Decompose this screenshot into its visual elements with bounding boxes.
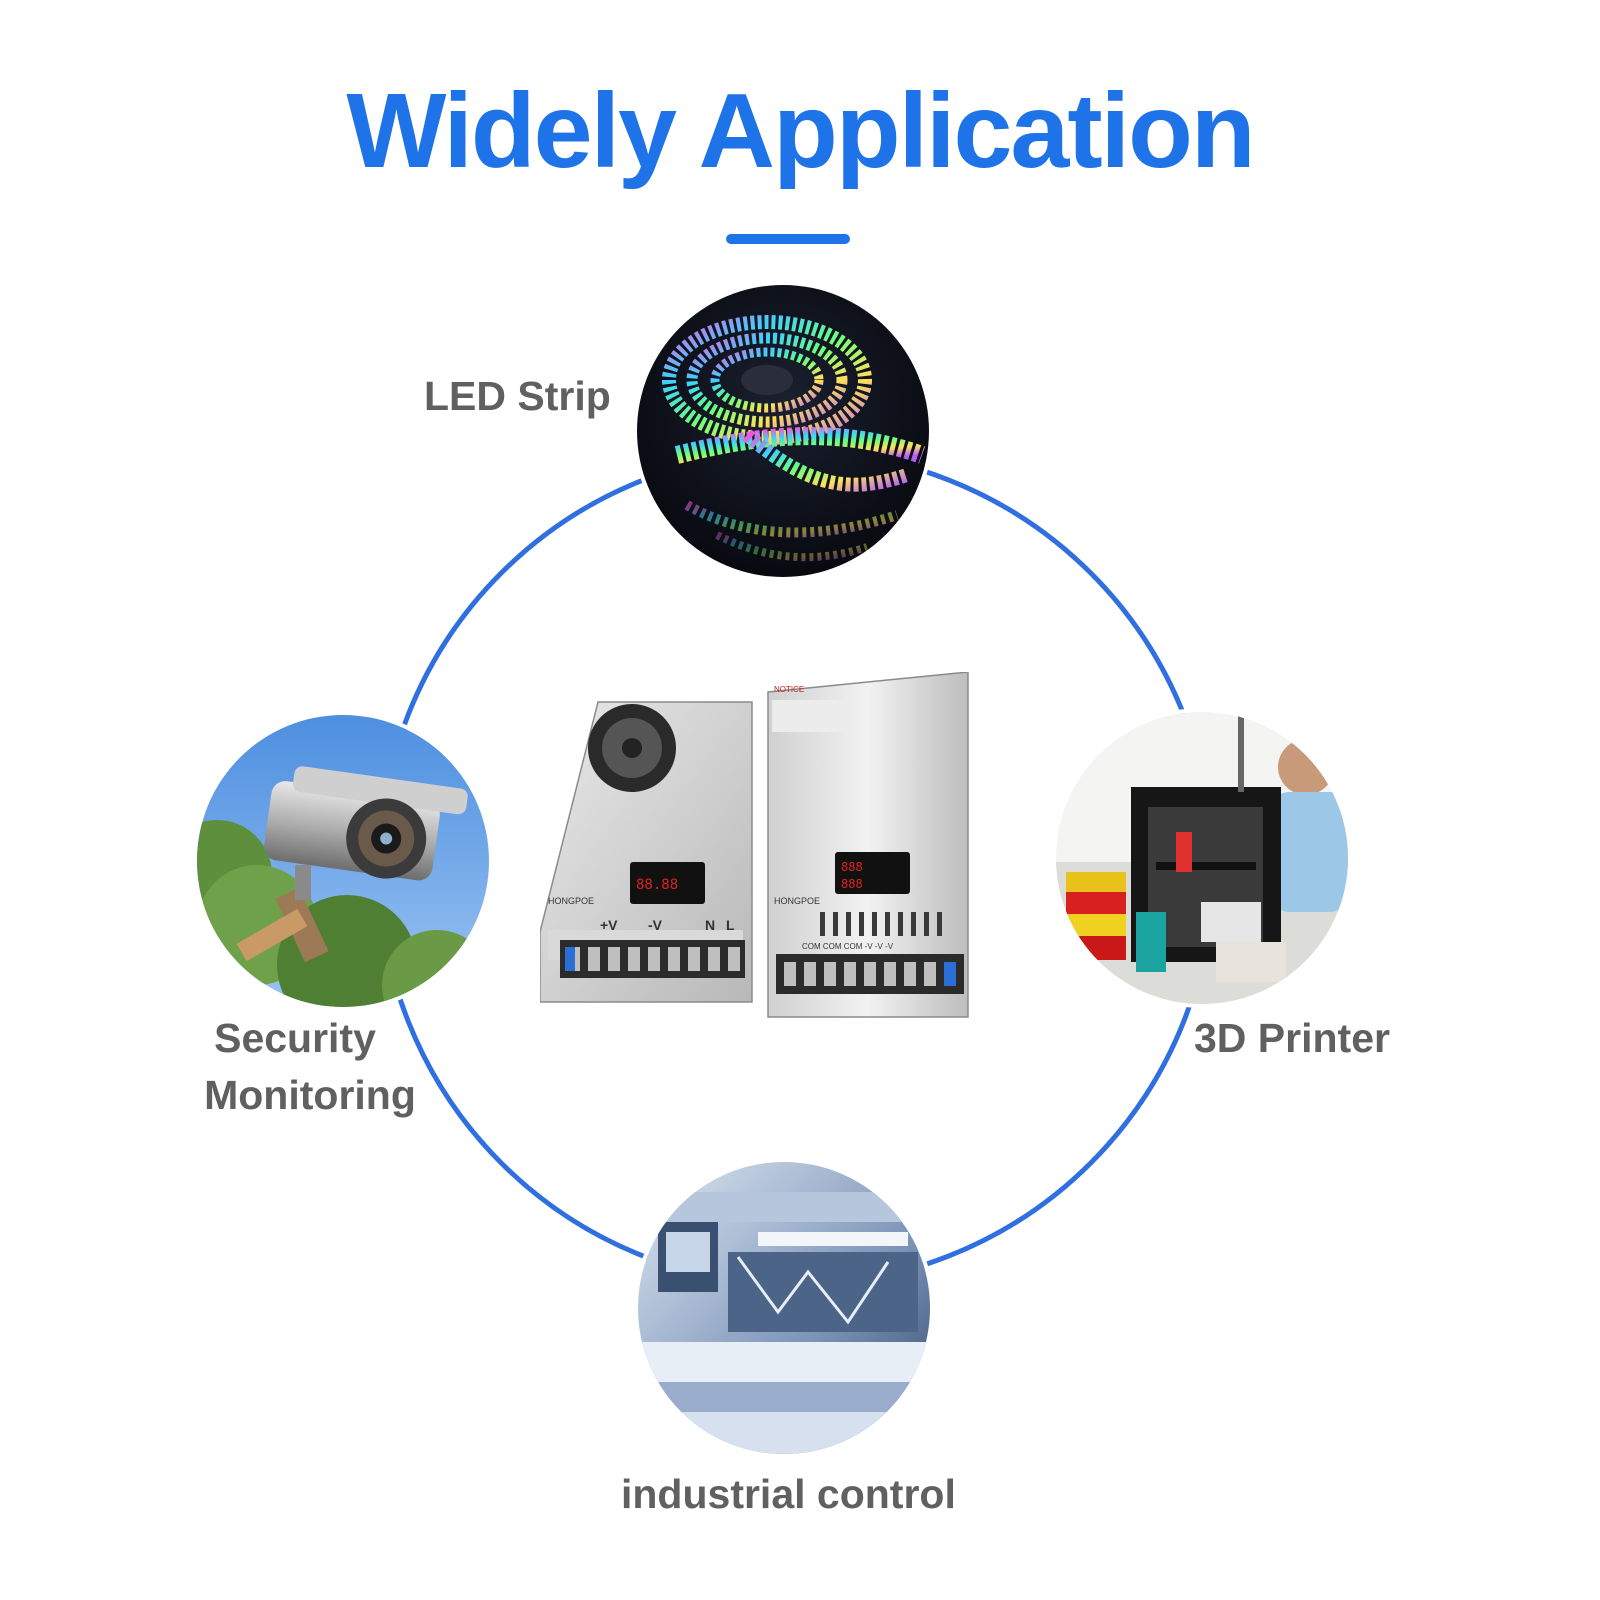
security-camera-photo [197, 715, 489, 1007]
industrial-machine-photo [638, 1162, 930, 1454]
3d-printer-photo [1056, 712, 1348, 1004]
terminal-plus-v: +V [600, 917, 618, 933]
product-brand-right: HONGPOE [774, 896, 820, 906]
product-brand-left: HONGPOE [548, 896, 594, 906]
label-security-line1: Security [214, 1015, 376, 1061]
led-strip-photo [637, 285, 929, 577]
svg-text:888: 888 [841, 860, 863, 874]
svg-text:888: 888 [841, 877, 863, 891]
terminal-minus-v: -V [648, 917, 663, 933]
terminal-l: L [726, 917, 735, 933]
product-notice: NOTICE [774, 685, 804, 694]
label-security-line2: Monitoring [204, 1072, 416, 1119]
power-supply-product: 88.88 HONGPOE +V -V N L NOTICE 888 888 H… [539, 671, 1000, 1045]
title-underline [726, 234, 850, 244]
svg-text:88.88: 88.88 [636, 877, 678, 893]
terminal-n: N [705, 917, 715, 933]
label-industrial-control: industrial control [621, 1471, 956, 1517]
page-title: Widely Application [346, 72, 1255, 190]
label-led-strip: LED Strip [424, 373, 611, 419]
label-3d-printer: 3D Printer [1194, 1015, 1390, 1061]
label-security-monitoring: Security Monitoring [198, 1010, 422, 1125]
terminal-labels-right: COM COM COM -V -V -V [802, 942, 894, 951]
